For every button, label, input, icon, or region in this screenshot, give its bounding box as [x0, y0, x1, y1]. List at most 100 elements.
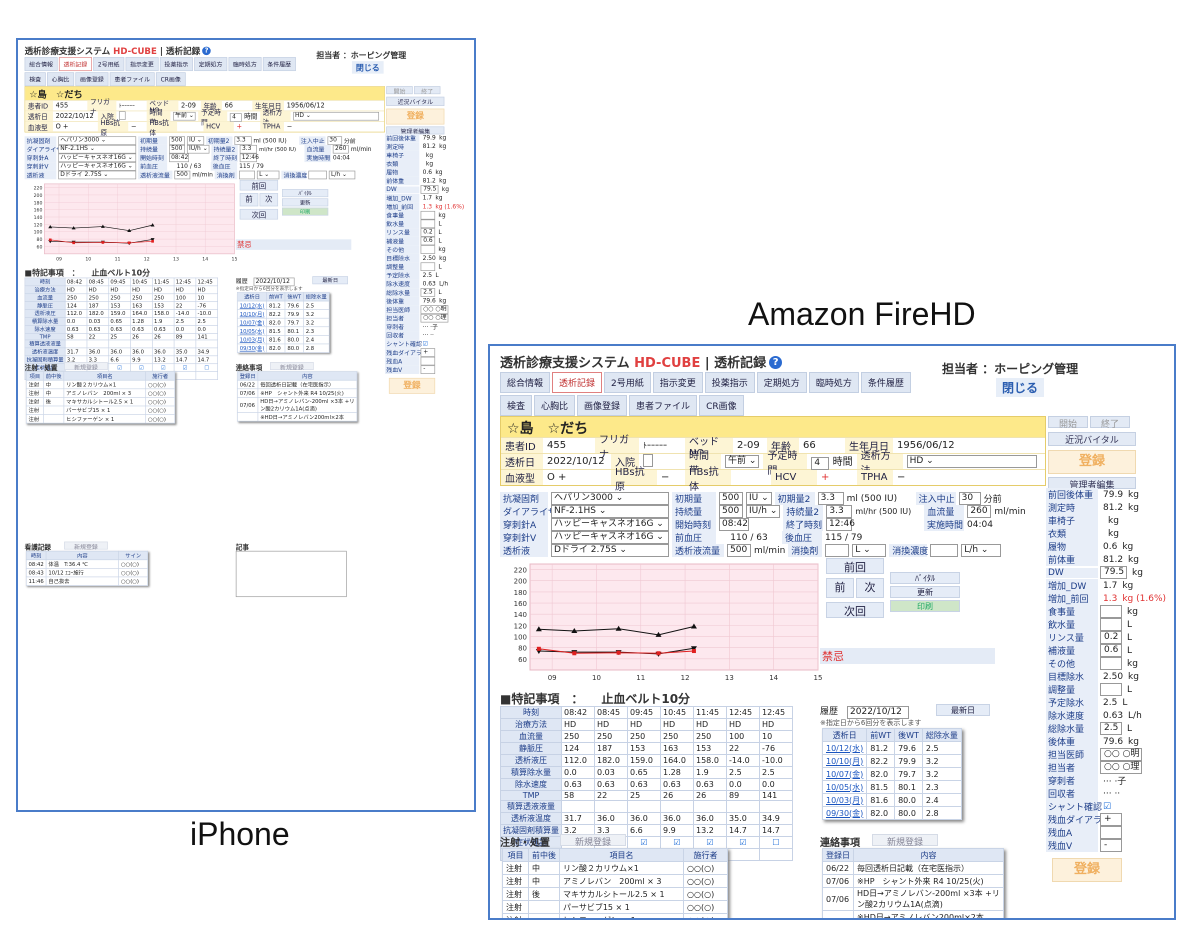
- weight-value[interactable]: [420, 210, 436, 220]
- dialyzer-select[interactable]: NF-2.1HS: [551, 505, 669, 518]
- symptom-checkbox[interactable]: ☑: [117, 364, 123, 371]
- tab-condition-history[interactable]: 条件履歴: [262, 57, 296, 72]
- weight-value[interactable]: 2.5: [1100, 722, 1122, 735]
- anticoagulant-select[interactable]: ヘパリン3000: [58, 136, 137, 145]
- needle-v-select[interactable]: ハッピーキャスネオ16G: [58, 162, 137, 171]
- prev-record-button[interactable]: 前回: [239, 179, 279, 191]
- weight-value[interactable]: -: [420, 365, 436, 374]
- latest-date-button[interactable]: 最新日: [312, 276, 348, 285]
- start-button[interactable]: 開始: [386, 86, 413, 95]
- admission-checkbox[interactable]: [118, 110, 126, 120]
- weight-value[interactable]: 79.5: [420, 185, 439, 194]
- method-select[interactable]: HD: [906, 455, 1037, 468]
- prev-record-button[interactable]: 前回: [826, 558, 884, 574]
- tab-cr-image[interactable]: CR画像: [699, 395, 744, 416]
- tab-form-2[interactable]: 2号用紙: [93, 57, 125, 72]
- needle-a-select[interactable]: ハッピーキャスネオ16G: [58, 153, 137, 163]
- injection-new-button[interactable]: 新規登録: [64, 362, 108, 371]
- tab-temp-rx[interactable]: 臨時処方: [228, 57, 262, 72]
- weight-value[interactable]: 0.2: [1100, 631, 1122, 644]
- weight-value[interactable]: +: [1100, 813, 1122, 826]
- symptom-checkbox[interactable]: ☐: [204, 364, 210, 371]
- weight-value[interactable]: [1100, 618, 1122, 631]
- history-date-link[interactable]: 10/05(水): [237, 326, 268, 336]
- weight-value[interactable]: [420, 356, 436, 366]
- dialysate-select[interactable]: Dドライ 2.75S: [551, 544, 669, 557]
- help-icon[interactable]: ?: [202, 46, 211, 56]
- history-date-link[interactable]: 09/30(金): [821, 806, 868, 820]
- register-button-top[interactable]: 登録: [386, 108, 445, 125]
- previous-button[interactable]: 前: [239, 193, 259, 207]
- injection-new-button[interactable]: 新規登録: [560, 834, 626, 848]
- method-select[interactable]: HD: [292, 111, 379, 121]
- history-date-link[interactable]: 10/10(月): [237, 309, 268, 319]
- tab-patient-file[interactable]: 患者ファイル: [109, 72, 155, 87]
- initial-dose-input[interactable]: 500: [169, 136, 185, 145]
- register-button-top[interactable]: 登録: [1048, 450, 1136, 474]
- weight-value[interactable]: [1100, 826, 1122, 839]
- close-button[interactable]: 閉じる: [996, 378, 1045, 397]
- tab-condition-history[interactable]: 条件履歴: [860, 372, 911, 393]
- tab-general-info[interactable]: 総合情報: [500, 372, 551, 393]
- print-button[interactable]: 印刷: [890, 600, 960, 612]
- symptom-checkbox[interactable]: ☑: [160, 364, 166, 371]
- tab-instruction-change[interactable]: 指示変更: [652, 372, 703, 393]
- contact-new-button[interactable]: 新規登録: [270, 362, 314, 371]
- history-date-link[interactable]: 10/10(月): [821, 754, 868, 768]
- tab-cr-image[interactable]: CR画像: [155, 72, 186, 87]
- symptom-checkbox[interactable]: ☑: [182, 364, 188, 371]
- help-icon[interactable]: ?: [769, 356, 783, 369]
- tab-exam[interactable]: 検査: [500, 395, 533, 416]
- weight-value[interactable]: 2.5: [420, 288, 436, 297]
- weight-value[interactable]: [420, 262, 436, 271]
- previous-button[interactable]: 前: [826, 578, 854, 598]
- end-button[interactable]: 終了: [414, 86, 441, 95]
- tab-medication[interactable]: 投薬指示: [704, 372, 755, 393]
- tab-regular-rx[interactable]: 定期処方: [194, 57, 228, 72]
- tab-general-info[interactable]: 総合情報: [24, 57, 58, 72]
- symptom-checkbox[interactable]: ☑: [739, 838, 747, 847]
- history-date-link[interactable]: 09/30(金): [237, 343, 268, 353]
- history-date-link[interactable]: 10/12(水): [821, 741, 868, 755]
- admission-checkbox[interactable]: [643, 453, 653, 467]
- weight-value[interactable]: -: [1100, 839, 1122, 852]
- weight-value[interactable]: 0.6: [1100, 644, 1122, 657]
- weight-value[interactable]: 79.5: [1100, 566, 1128, 579]
- needle-a-select[interactable]: ハッピーキャスネオ16G: [551, 518, 669, 531]
- history-date-link[interactable]: 10/12(水): [237, 300, 268, 310]
- weight-value[interactable]: ○○ ○理: [420, 313, 449, 323]
- close-button[interactable]: 閉じる: [351, 61, 384, 74]
- symptom-checkbox[interactable]: ☑: [139, 364, 144, 371]
- end-button[interactable]: 終了: [1090, 416, 1130, 430]
- tab-temp-rx[interactable]: 臨時処方: [808, 372, 859, 393]
- contact-new-button[interactable]: 新規登録: [872, 834, 938, 848]
- tab-ctr[interactable]: 心胸比: [47, 72, 75, 87]
- recent-vital-button[interactable]: 近況バイタル: [1048, 432, 1136, 446]
- next-button[interactable]: 次: [856, 578, 884, 598]
- update-button[interactable]: 更新: [282, 198, 329, 207]
- tab-exam[interactable]: 検査: [24, 72, 46, 87]
- weight-value[interactable]: [1100, 683, 1122, 696]
- symptom-checkbox[interactable]: ☑: [640, 838, 648, 847]
- latest-date-button[interactable]: 最新日: [936, 704, 990, 716]
- update-button[interactable]: 更新: [890, 586, 960, 598]
- tab-instruction-change[interactable]: 指示変更: [125, 57, 159, 72]
- needle-v-select[interactable]: ハッピーキャスネオ16G: [551, 531, 669, 544]
- next-record-button[interactable]: 次回: [826, 602, 884, 618]
- weight-value[interactable]: ○○ ○明: [420, 305, 449, 314]
- tab-dialysis-record[interactable]: 透析記録: [552, 372, 603, 393]
- history-date-link[interactable]: 10/07(金): [237, 317, 268, 328]
- tab-medication[interactable]: 投薬指示: [159, 57, 193, 72]
- tab-image-register[interactable]: 画像登録: [577, 395, 628, 416]
- symptom-checkbox[interactable]: ☐: [772, 838, 780, 847]
- weight-value[interactable]: 0.6: [420, 236, 436, 246]
- dialyzer-select[interactable]: NF-2.1HS: [58, 144, 137, 154]
- history-date-link[interactable]: 10/05(水): [821, 780, 868, 794]
- dialysate-select[interactable]: Dドライ 2.75S: [58, 170, 137, 180]
- planned-hours-input[interactable]: 4: [811, 457, 830, 470]
- weight-value[interactable]: [1100, 657, 1122, 670]
- recent-vital-button[interactable]: 近況バイタル: [386, 96, 445, 106]
- timeslot-select[interactable]: 午前: [173, 111, 196, 121]
- history-date-link[interactable]: 10/03(月): [237, 335, 268, 345]
- history-date-link[interactable]: 10/03(月): [821, 793, 868, 807]
